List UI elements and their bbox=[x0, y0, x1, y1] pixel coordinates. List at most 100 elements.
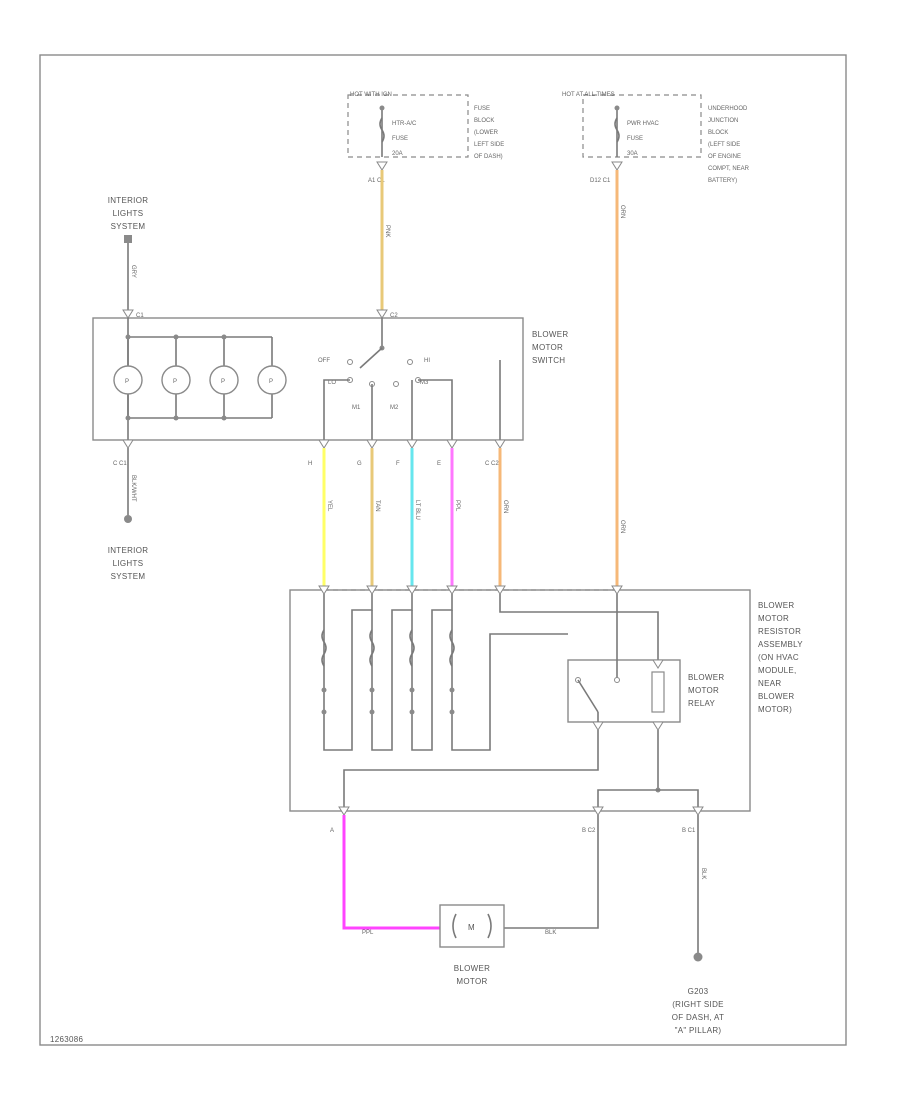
relay-contact bbox=[577, 679, 599, 713]
svg-text:INTERIOR: INTERIOR bbox=[108, 196, 149, 205]
fuse-block-right bbox=[582, 94, 702, 158]
fuse-left-label-3: 20A bbox=[392, 151, 403, 157]
svg-text:MOTOR): MOTOR) bbox=[758, 705, 792, 714]
svg-text:BATTERY): BATTERY) bbox=[708, 178, 737, 184]
svg-text:BLOWER: BLOWER bbox=[758, 601, 794, 610]
motor-feed-label: PPL bbox=[362, 930, 374, 936]
resistor-pin-a: A bbox=[330, 828, 334, 834]
svg-text:COMPT, NEAR: COMPT, NEAR bbox=[708, 166, 750, 172]
motor-symbol: M bbox=[468, 923, 475, 932]
switch-pin-f: F bbox=[396, 461, 400, 467]
fuse-left-symbol bbox=[379, 117, 385, 143]
blower-motor-relay bbox=[567, 659, 681, 723]
svg-text:P: P bbox=[269, 379, 273, 385]
switch-pos-lo: LO bbox=[328, 380, 336, 386]
relay-coil bbox=[651, 671, 665, 713]
svg-text:MOTOR: MOTOR bbox=[532, 343, 563, 352]
resistor-network bbox=[321, 594, 568, 751]
fuse-left-header: HOT WITH IGN bbox=[350, 92, 392, 98]
blower-switch-label: BLOWER MOTOR SWITCH bbox=[532, 330, 568, 365]
blower-resistor-assembly bbox=[289, 589, 751, 812]
footer-code: 1263086 bbox=[50, 1035, 83, 1044]
svg-text:BLOCK: BLOCK bbox=[708, 130, 728, 136]
illum-out-wire-label: BLK/WHT bbox=[130, 475, 136, 502]
switch-pos-m3: M3 bbox=[420, 380, 429, 386]
svg-text:BLOWER: BLOWER bbox=[532, 330, 568, 339]
svg-text:YEL: YEL bbox=[326, 500, 332, 512]
svg-text:JUNCTION: JUNCTION bbox=[708, 118, 738, 124]
svg-text:LT BLU: LT BLU bbox=[414, 500, 420, 520]
fuse-right-label-1: PWR HVAC bbox=[627, 121, 660, 127]
svg-text:MOTOR: MOTOR bbox=[688, 686, 719, 695]
lamp-2: P bbox=[161, 337, 191, 418]
lamp-4: P bbox=[257, 337, 287, 418]
svg-text:RELAY: RELAY bbox=[688, 699, 716, 708]
switch-wiper bbox=[359, 347, 383, 369]
fuse-left-label-1: HTR-A/C bbox=[392, 121, 417, 127]
switch-pin-top-left: C1 bbox=[136, 313, 144, 319]
fuse-right-label-3: 30A bbox=[627, 151, 638, 157]
svg-text:OF DASH, AT: OF DASH, AT bbox=[672, 1013, 725, 1022]
switch-pin-bottom-right: C C2 bbox=[485, 461, 499, 467]
svg-text:LEFT SIDE: LEFT SIDE bbox=[474, 142, 504, 148]
switch-pos-m1: M1 bbox=[352, 405, 361, 411]
svg-text:(RIGHT SIDE: (RIGHT SIDE bbox=[672, 1000, 724, 1009]
svg-text:P: P bbox=[221, 379, 225, 385]
fuse-block-left bbox=[347, 94, 469, 158]
svg-text:(ON HVAC: (ON HVAC bbox=[758, 653, 799, 662]
svg-text:FUSE: FUSE bbox=[474, 106, 490, 112]
switch-pin-e: E bbox=[437, 461, 441, 467]
svg-text:G203: G203 bbox=[688, 987, 709, 996]
svg-text:BLOCK: BLOCK bbox=[474, 118, 494, 124]
fuse-left-location: FUSE BLOCK (LOWER LEFT SIDE OF DASH) bbox=[474, 106, 504, 160]
svg-text:PPL: PPL bbox=[454, 500, 460, 512]
svg-text:TAN: TAN bbox=[374, 500, 380, 512]
resistor-pin-b2: B C2 bbox=[582, 828, 596, 834]
svg-text:INTERIOR: INTERIOR bbox=[108, 546, 149, 555]
svg-text:OF ENGINE: OF ENGINE bbox=[708, 154, 741, 160]
svg-text:ORN: ORN bbox=[502, 500, 508, 513]
interior-lights-top-label: INTERIOR LIGHTS SYSTEM bbox=[108, 196, 149, 231]
svg-text:(LEFT SIDE: (LEFT SIDE bbox=[708, 142, 740, 148]
svg-text:BLOWER: BLOWER bbox=[758, 692, 794, 701]
fuse-right-connector: D12 C1 bbox=[590, 178, 611, 184]
motor-return-wire bbox=[504, 815, 599, 929]
ign-feed-wire-label: PNK bbox=[384, 225, 390, 237]
svg-text:SYSTEM: SYSTEM bbox=[111, 572, 146, 581]
switch-pos-hi: HI bbox=[424, 358, 430, 364]
diagram-frame bbox=[39, 54, 847, 1046]
svg-text:NEAR: NEAR bbox=[758, 679, 781, 688]
svg-text:P: P bbox=[125, 379, 129, 385]
fuse-right-label-2: FUSE bbox=[627, 136, 643, 142]
svg-text:OF DASH): OF DASH) bbox=[474, 154, 503, 160]
relay-label: BLOWER MOTOR RELAY bbox=[688, 673, 724, 708]
svg-text:ORN: ORN bbox=[619, 520, 625, 533]
batt-feed-wire-label: ORN bbox=[619, 205, 625, 218]
fuse-left-connector: A1 C1 bbox=[368, 178, 385, 184]
switch-pin-g: G bbox=[357, 461, 362, 467]
switch-pin-top-right: C2 bbox=[390, 313, 398, 319]
svg-text:LIGHTS: LIGHTS bbox=[113, 209, 144, 218]
motor-feed-wire bbox=[342, 815, 440, 930]
ground-symbol bbox=[693, 952, 703, 962]
switch-pos-off: OFF bbox=[318, 358, 330, 364]
svg-text:MODULE,: MODULE, bbox=[758, 666, 797, 675]
svg-text:MOTOR: MOTOR bbox=[456, 977, 487, 986]
svg-text:UNDERHOOD: UNDERHOOD bbox=[708, 106, 748, 112]
motor-label: BLOWER MOTOR bbox=[454, 964, 490, 986]
svg-text:P: P bbox=[173, 379, 177, 385]
illum-wire-label: GRY bbox=[130, 265, 136, 278]
svg-text:SWITCH: SWITCH bbox=[532, 356, 565, 365]
svg-text:LIGHTS: LIGHTS bbox=[113, 559, 144, 568]
svg-text:SYSTEM: SYSTEM bbox=[111, 222, 146, 231]
switch-pin-bottom-left: C C1 bbox=[113, 461, 127, 467]
lamp-1: P bbox=[113, 337, 143, 418]
lamp-3: P bbox=[209, 337, 239, 418]
svg-text:BLOWER: BLOWER bbox=[688, 673, 724, 682]
fuse-right-location: UNDERHOOD JUNCTION BLOCK (LEFT SIDE OF E… bbox=[708, 106, 750, 184]
fuse-right-symbol bbox=[614, 117, 620, 143]
motor-return-label: BLK bbox=[545, 930, 556, 936]
svg-text:MOTOR: MOTOR bbox=[758, 614, 789, 623]
svg-text:ASSEMBLY: ASSEMBLY bbox=[758, 640, 803, 649]
